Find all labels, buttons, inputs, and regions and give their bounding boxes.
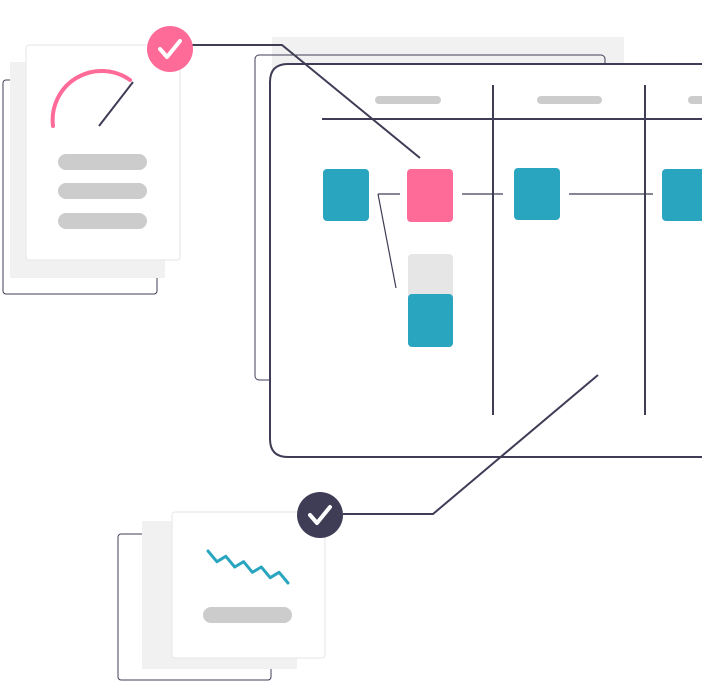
column-header-placeholder <box>537 96 602 104</box>
badge-connector <box>192 44 421 159</box>
column-header-placeholder <box>375 96 441 104</box>
text-placeholder <box>58 183 147 199</box>
text-placeholder <box>203 607 292 623</box>
text-placeholder <box>58 213 147 229</box>
gauge-needle <box>98 81 134 127</box>
check-badge-pink <box>147 26 193 72</box>
card-front <box>25 44 181 261</box>
kanban-board <box>254 37 702 458</box>
column-header-placeholder <box>688 96 702 104</box>
gauge-report-card <box>2 44 181 295</box>
card-front <box>171 511 326 659</box>
board-frame <box>269 63 702 458</box>
task-card-teal <box>514 168 560 220</box>
trend-report-card <box>117 511 326 681</box>
task-card-teal <box>408 294 453 347</box>
checkmark-icon <box>308 505 332 525</box>
line-trend-icon <box>206 549 290 585</box>
badge-connector <box>343 374 599 515</box>
checkmark-icon <box>158 39 182 59</box>
gauge-icon <box>50 68 132 128</box>
card-connector <box>377 193 397 289</box>
text-placeholder <box>58 154 147 170</box>
task-card-teal <box>662 169 702 221</box>
task-card-pink <box>407 169 453 222</box>
check-badge-dark <box>297 492 343 538</box>
task-card-teal <box>323 169 369 221</box>
task-card-placeholder <box>408 254 453 304</box>
